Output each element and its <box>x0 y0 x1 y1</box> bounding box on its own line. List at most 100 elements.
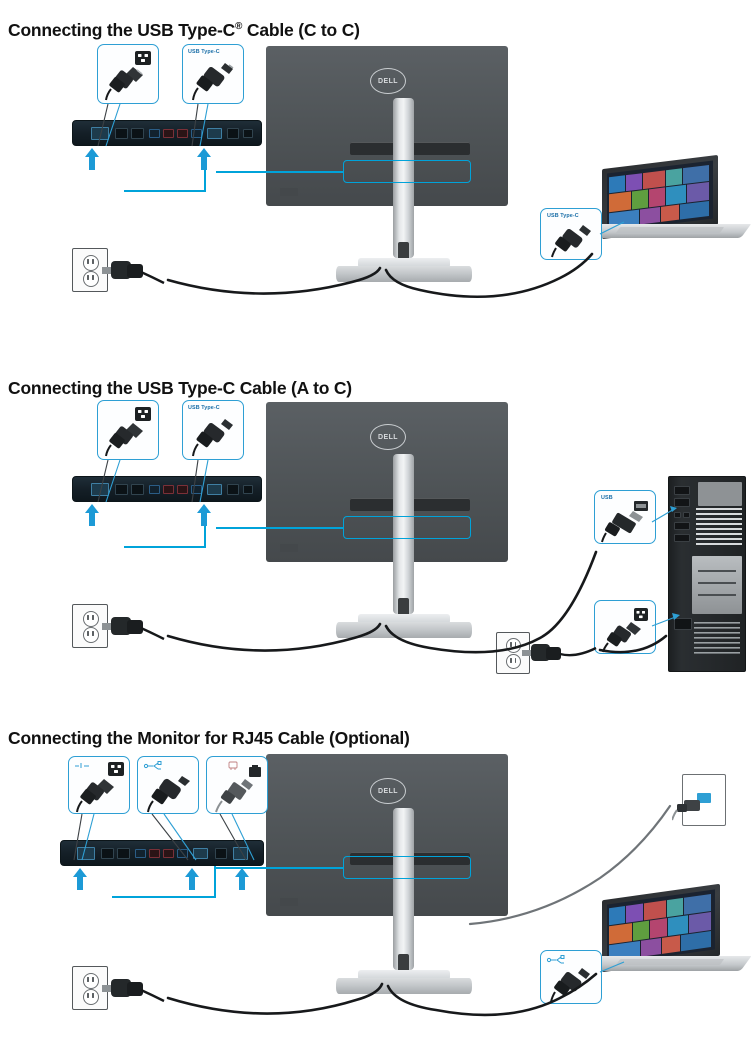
callout-usb-c-laptop-rj45 <box>540 950 602 1004</box>
callout-usb-c-upstream: USB Type-C <box>182 44 244 104</box>
bracket-vertical <box>214 866 216 898</box>
monitor-base <box>336 622 472 638</box>
port-dp <box>117 848 130 859</box>
tower-usb-port-1 <box>674 512 681 518</box>
outlet-socket-top <box>83 255 99 271</box>
port-bar-usb-a-to-c <box>72 476 262 502</box>
usb-type-c-plug-icon <box>192 63 234 101</box>
port-audio <box>215 848 227 859</box>
port-hdmi <box>101 848 114 859</box>
port-rj45 <box>227 484 239 495</box>
port-highlight-rect <box>343 160 471 183</box>
power-plug-illustration <box>602 622 641 653</box>
callout-rj45-in <box>206 756 268 814</box>
callout-power-usb-c-to-c <box>97 44 159 104</box>
bracket-vertical <box>204 526 206 548</box>
bracket-horizontal <box>112 896 216 898</box>
rj45-plug-icon <box>215 779 253 813</box>
tower-power-inlet <box>674 618 692 630</box>
power-label-icon <box>75 763 89 768</box>
outlet-socket-bottom <box>83 271 99 287</box>
bracket-vertical <box>204 170 206 192</box>
monitor-cable-slot <box>398 242 409 260</box>
callout-usb-c-upstream-a-to-c: USB Type-C <box>182 400 244 460</box>
usb-type-a-port-icon <box>634 501 648 511</box>
monitor-vesa-mark <box>280 188 298 196</box>
port-usb-a-4 <box>191 485 202 494</box>
arrow-up-power <box>85 148 99 170</box>
heading-tail: Cable (C to C) <box>242 19 360 40</box>
dell-logo-text: DELL <box>378 787 398 795</box>
tower-audio-port <box>674 534 690 542</box>
callout-label-usb-type-c: USB Type-C <box>188 405 220 411</box>
dell-logo: DELL <box>370 778 406 804</box>
laptop-rj45 <box>588 883 756 998</box>
power-connector-icon <box>634 608 648 621</box>
section-heading-rj45: Connecting the Monitor for RJ45 Cable (O… <box>8 727 410 748</box>
usb-type-a-plug-icon <box>601 511 643 543</box>
usb-type-c-plug-icon <box>550 968 590 1003</box>
usb-label-icon <box>546 955 565 964</box>
power-connector-icon <box>108 762 124 776</box>
port-audio <box>243 485 253 494</box>
diagram-usb-c-to-c: DELL <box>0 32 756 332</box>
outlet-socket-bottom <box>506 654 521 669</box>
callout-label-usb: USB <box>601 495 613 501</box>
monitor-vesa-mark <box>280 544 298 552</box>
laptop-port-leader <box>599 961 625 973</box>
port-usb-a-4 <box>191 129 202 138</box>
diagram-rj45: DELL <box>0 742 756 1052</box>
bracket-horizontal <box>124 546 206 548</box>
wall-outlet-left-a-to-c <box>72 596 192 656</box>
callout-label-usb-type-c: USB Type-C <box>188 49 220 55</box>
port-usb-a-2 <box>163 485 174 494</box>
laptop-port-leader <box>599 221 625 235</box>
power-plug-into-outlet <box>102 979 165 1003</box>
outlet-socket-bottom <box>83 627 99 643</box>
outlet-socket-bottom <box>83 989 99 1005</box>
power-plug-into-outlet <box>522 644 597 661</box>
diagram-usb-a-to-c: DELL <box>0 392 756 702</box>
rj45-port-icon <box>249 765 261 777</box>
bracket-horizontal <box>124 190 206 192</box>
port-usb-a-1 <box>149 485 160 494</box>
port-highlight-rect <box>343 516 471 539</box>
monitor-vesa-mark <box>280 898 298 906</box>
rj45-wall-jack <box>672 770 732 832</box>
arrow-up-power <box>85 504 99 526</box>
laptop-usb-c-to-c <box>590 154 756 262</box>
tower-usb-leader <box>651 506 677 523</box>
port-usb-a-2 <box>149 849 160 858</box>
rj45-jack-port <box>697 793 711 803</box>
port-usb-a-2 <box>163 129 174 138</box>
wall-outlet-rj45 <box>72 958 192 1018</box>
tower-vga-port <box>674 486 690 495</box>
port-usb-c-upstream <box>207 484 222 495</box>
port-usb-c-upstream <box>207 128 222 139</box>
rj45-label-icon <box>228 761 238 770</box>
port-dp <box>131 128 144 139</box>
callout-power-rj45 <box>68 756 130 814</box>
tower-power-leader <box>651 613 680 627</box>
port-bar-rj45 <box>60 840 264 866</box>
registered-mark-icon: ® <box>235 20 243 32</box>
callout-leaders-3 <box>73 813 255 861</box>
power-connector-icon <box>135 51 151 65</box>
power-plug-illustration <box>105 67 143 101</box>
rj45-plug-into-jack <box>672 800 700 821</box>
port-hdmi <box>115 128 128 139</box>
arrow-up-rj45 <box>235 868 249 890</box>
usb-type-c-plug-icon <box>551 225 591 258</box>
outlet-socket-top <box>83 611 99 627</box>
dell-logo: DELL <box>370 424 406 450</box>
port-hdmi <box>115 484 128 495</box>
monitor-rj45: DELL <box>262 754 512 1016</box>
heading-text: Connecting the USB Type-C <box>8 19 236 40</box>
laptop-screen <box>607 889 715 965</box>
tower-drive-bays <box>692 556 742 614</box>
port-highlight-rect <box>343 856 471 879</box>
callout-usb-c-laptop: USB Type-C <box>540 208 602 260</box>
callout-usb-a-tower: USB <box>594 490 656 544</box>
desktop-tower <box>668 476 746 672</box>
monitor-base <box>336 266 472 282</box>
